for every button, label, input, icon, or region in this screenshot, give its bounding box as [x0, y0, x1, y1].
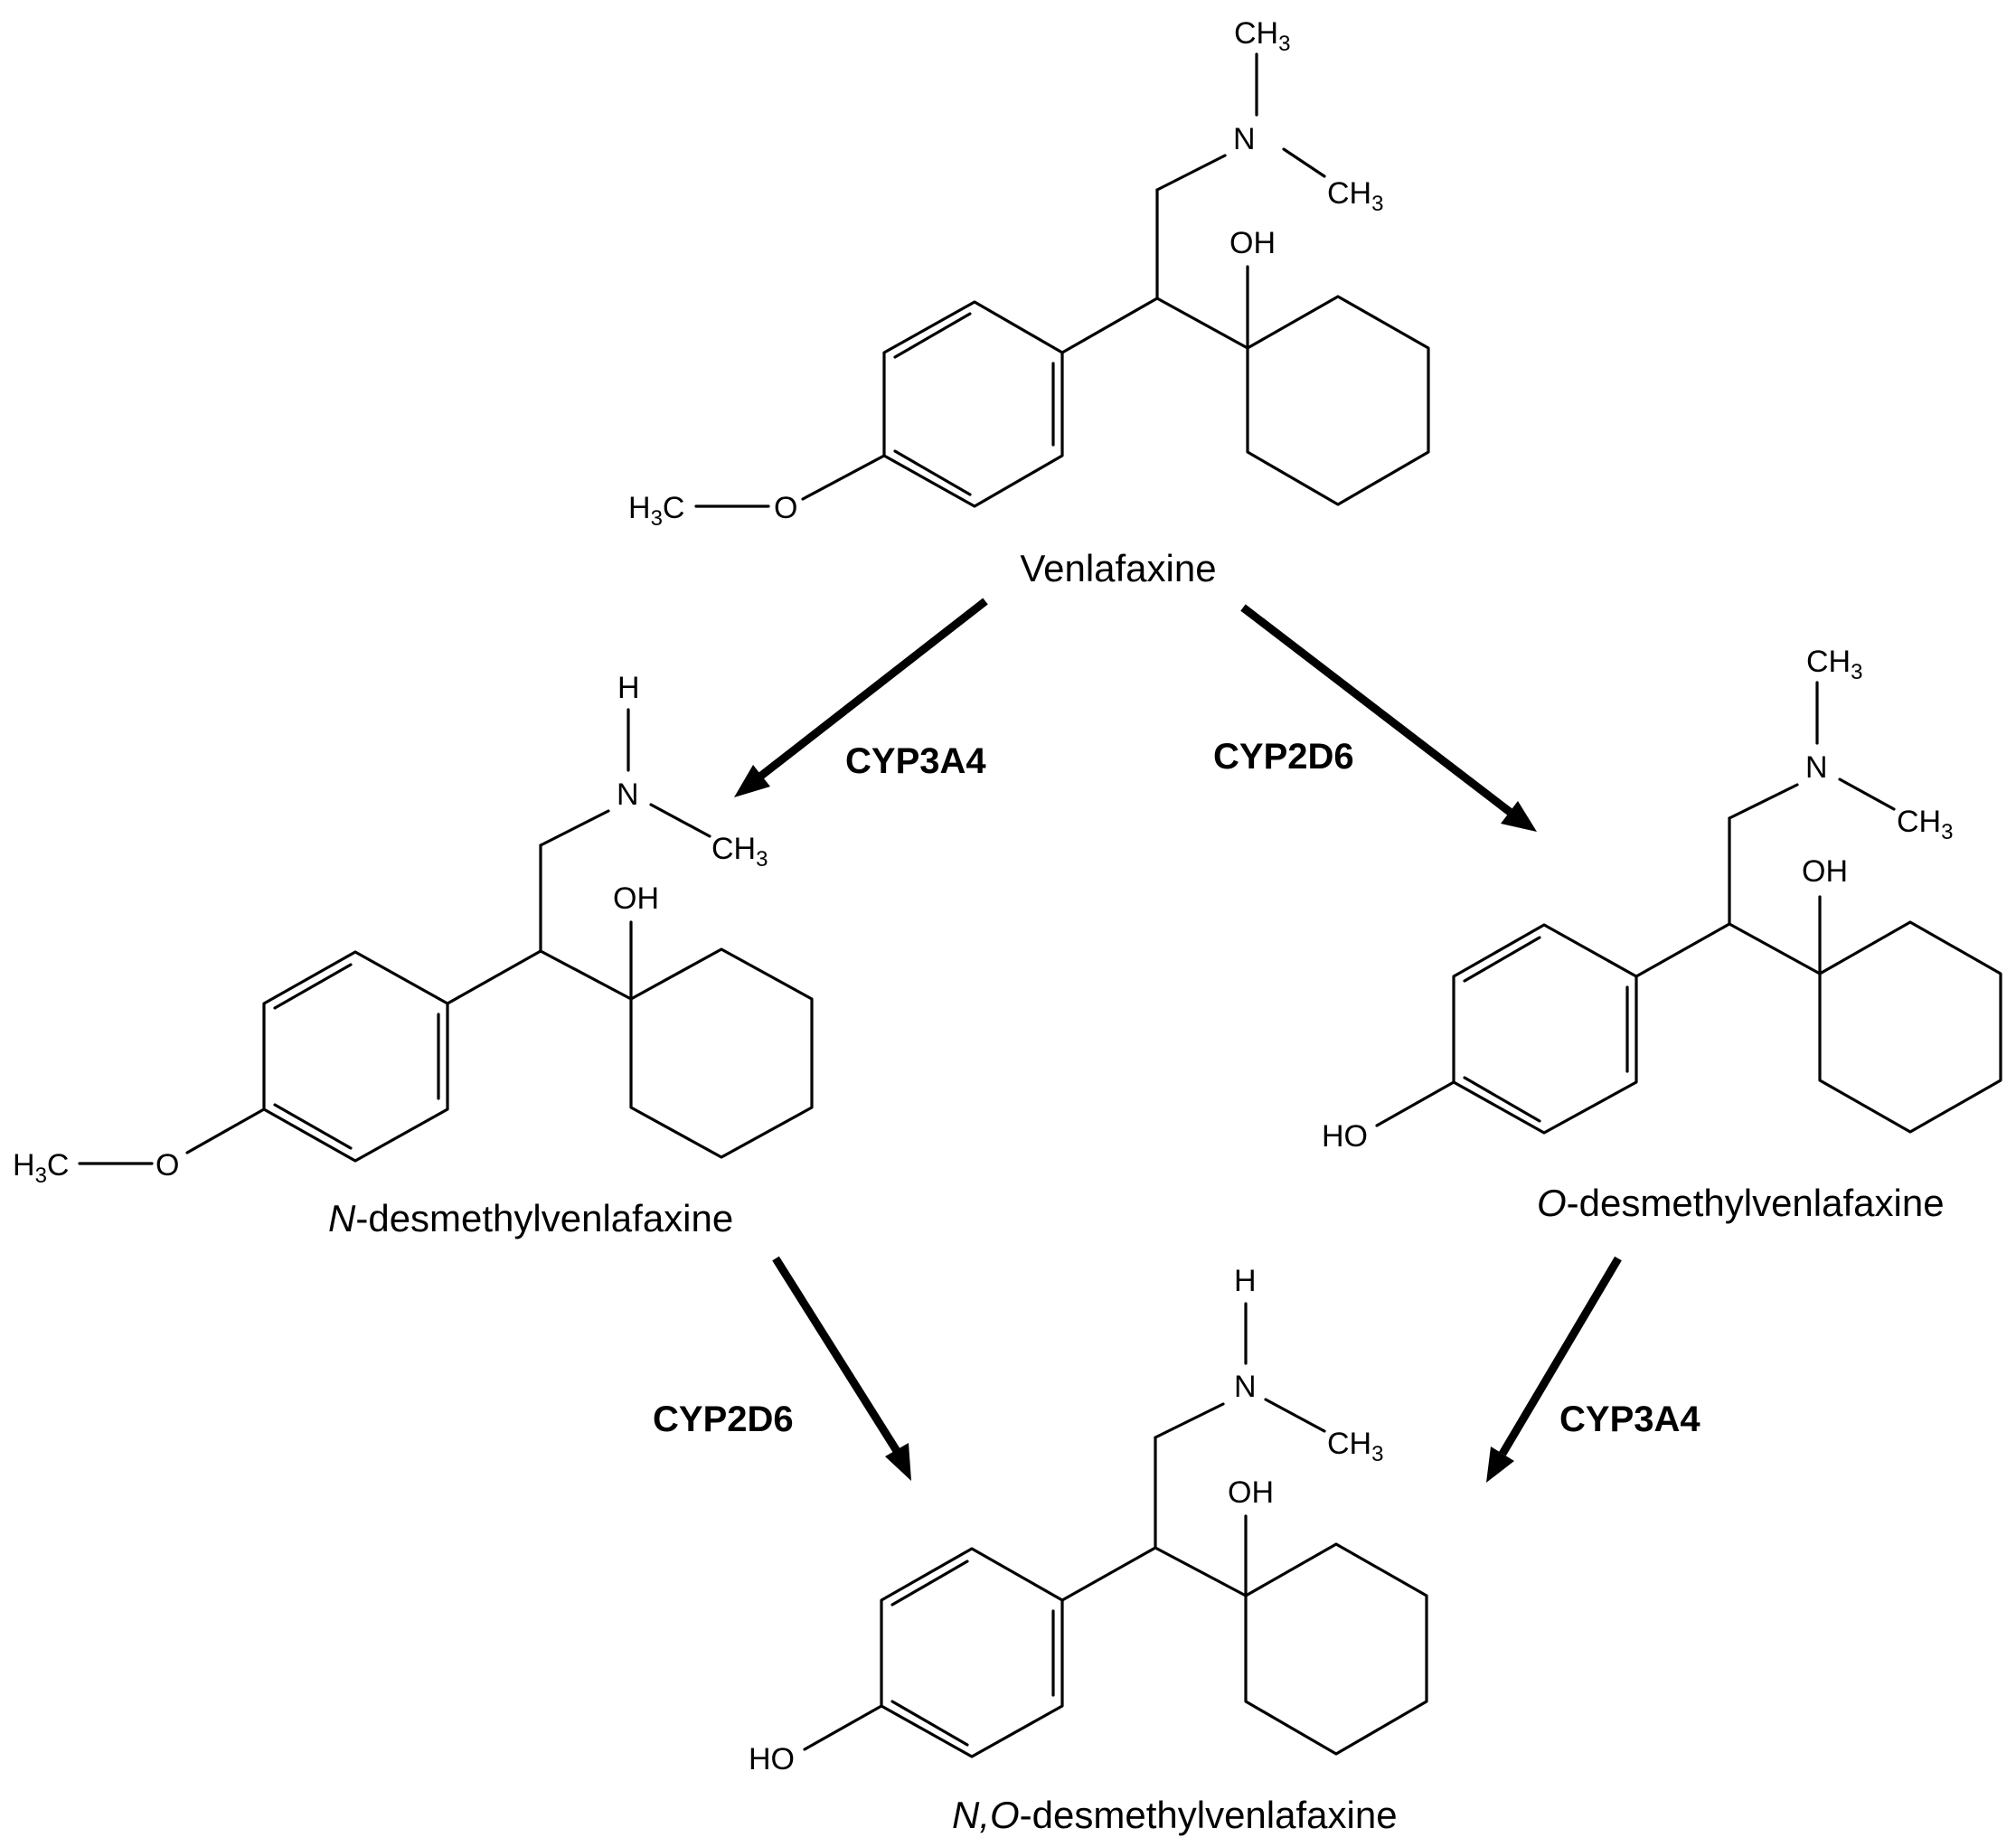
- no-desmethyl-hydroxyl-label: OH: [1228, 1475, 1274, 1510]
- o-desmethyl-phenol-label: HO: [1322, 1119, 1368, 1154]
- o-desmethyl-bonds: [1375, 681, 2002, 1135]
- venlafaxine-nitrogen-label: N: [1233, 122, 1256, 156]
- venlafaxine-hydroxyl-label: OH: [1229, 226, 1276, 260]
- venlafaxine-methoxy-label: H3C: [628, 491, 684, 531]
- n-desmethyl-oxygen-label: O: [155, 1148, 179, 1183]
- enzyme-label-cyp3a4-bottom: CYP3A4: [1559, 1399, 1700, 1439]
- n-desmethyl-hydrogen-label: H: [617, 671, 640, 705]
- enzyme-label-cyp2d6-top: CYP2D6: [1213, 737, 1354, 777]
- molecule-venlafaxine: CH3 N CH3 OH H3C O Venlafaxine: [628, 16, 1430, 589]
- o-desmethyl-hydroxyl-label: OH: [1802, 854, 1848, 889]
- venlafaxine-oxygen-label: O: [774, 491, 797, 525]
- n-desmethyl-hydroxyl-label: OH: [613, 881, 659, 916]
- o-desmethyl-methyl-top-label: CH3: [1806, 645, 1862, 684]
- o-desmethyl-methyl-right-label: CH3: [1897, 805, 1953, 844]
- no-desmethyl-methyl-right-label: CH3: [1327, 1427, 1383, 1466]
- reaction-arrow-cyp2d6-bottom: [772, 1256, 911, 1481]
- enzyme-label-cyp2d6-bottom: CYP2D6: [653, 1399, 794, 1439]
- o-desmethyl-name: O-desmethylvenlafaxine: [1537, 1182, 1945, 1224]
- no-desmethyl-phenol-label: HO: [749, 1742, 795, 1776]
- n-desmethyl-name: N-desmethylvenlafaxine: [328, 1197, 733, 1239]
- enzyme-label-cyp3a4-top: CYP3A4: [845, 741, 986, 781]
- no-desmethyl-nitrogen-label: N: [1234, 1370, 1257, 1404]
- molecule-o-desmethylvenlafaxine: CH3 N CH3 OH HO O-desmethylvenlafaxine: [1322, 645, 2002, 1224]
- n-desmethyl-methoxy-label: H3C: [13, 1148, 69, 1188]
- venlafaxine-methyl-top-label: CH3: [1234, 16, 1290, 56]
- n-desmethyl-bonds: [78, 708, 814, 1165]
- venlafaxine-methyl-right-label: CH3: [1327, 176, 1383, 216]
- no-desmethyl-name: N,O-desmethylvenlafaxine: [952, 1794, 1398, 1836]
- o-desmethyl-nitrogen-label: N: [1805, 750, 1828, 785]
- n-desmethyl-methyl-right-label: CH3: [711, 832, 768, 872]
- venlafaxine-name: Venlafaxine: [1020, 547, 1216, 589]
- molecule-no-desmethylvenlafaxine: H N CH3 OH HO N,O-desmethylvenlafaxine: [749, 1264, 1428, 1836]
- reaction-arrow-cyp2d6-top: [1240, 604, 1537, 832]
- no-desmethyl-hydrogen-label: H: [1234, 1264, 1257, 1298]
- reaction-arrow-cyp3a4-bottom: [1486, 1256, 1622, 1483]
- no-desmethyl-bonds: [803, 1302, 1428, 1758]
- reaction-arrow-cyp3a4-top: [734, 598, 988, 797]
- molecule-n-desmethylvenlafaxine: H N CH3 OH H3C O N-desmethylvenlafaxine: [13, 671, 814, 1239]
- n-desmethyl-nitrogen-label: N: [617, 777, 639, 812]
- venlafaxine-bonds: [694, 52, 1430, 508]
